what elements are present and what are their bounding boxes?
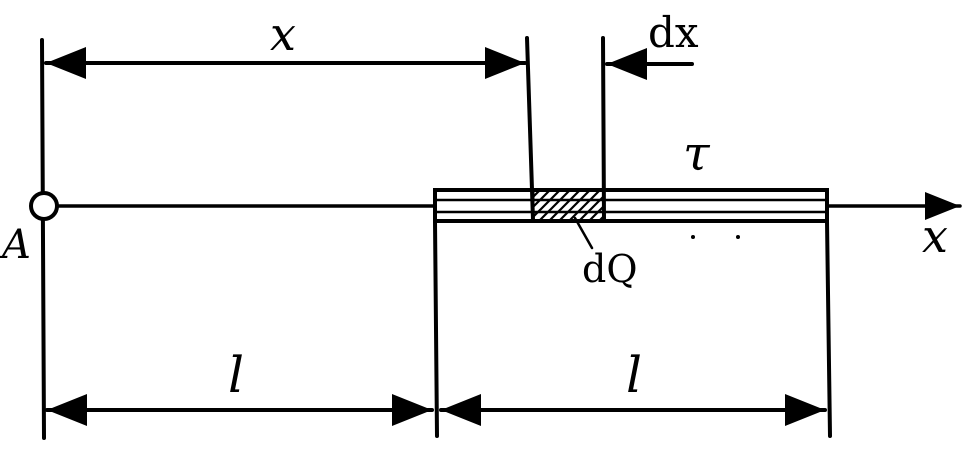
- label-axis-x: x: [922, 209, 948, 263]
- rod-right-boundary: [825, 219, 832, 438]
- element-left-boundary: [525, 36, 535, 222]
- label-x-distance: x: [270, 7, 296, 61]
- element-right-boundary: [601, 36, 606, 222]
- speck: [736, 235, 740, 239]
- label-l-right: l: [626, 346, 642, 404]
- point-a-marker: [29, 191, 59, 221]
- rod-left-boundary: [433, 219, 439, 438]
- label-point-a: A: [0, 222, 31, 268]
- dq-leader-line: [573, 216, 594, 250]
- charged-rod: [433, 188, 829, 223]
- reference-line-a: [40, 38, 46, 440]
- charge-element-dq: [531, 188, 606, 223]
- speck: [691, 235, 695, 239]
- label-dq: dQ: [582, 247, 637, 291]
- label-l-left: l: [228, 346, 244, 404]
- label-tau: τ: [683, 126, 711, 182]
- label-dx: dx: [648, 8, 699, 57]
